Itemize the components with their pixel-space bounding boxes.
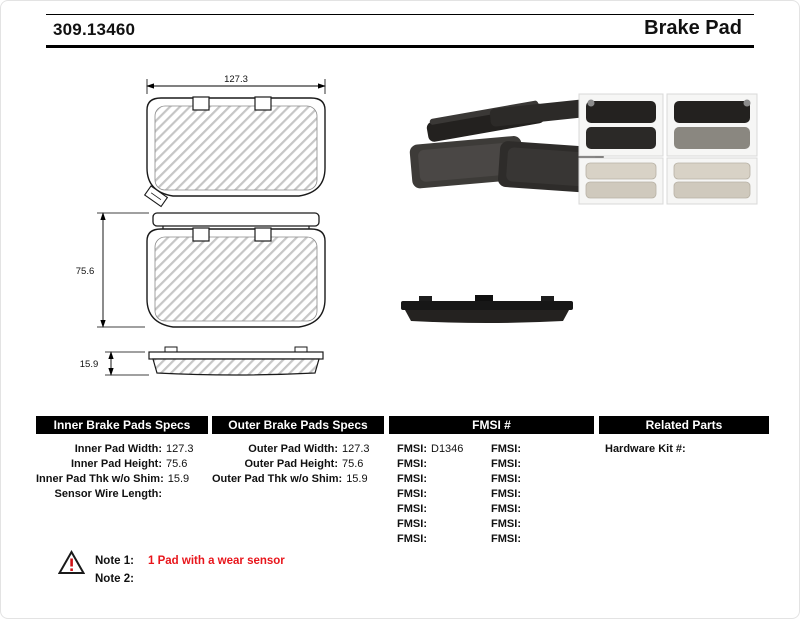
spec-label: Inner Pad Height:	[70, 458, 162, 470]
table-row: Sensor Wire Length:	[36, 487, 208, 502]
table-row: FMSI: FMSI:	[389, 457, 594, 472]
pad-drawing-side	[148, 346, 324, 376]
dimension-thickness: 15.9	[80, 351, 149, 376]
spec-label: Inner Pad Thk w/o Shim:	[36, 473, 164, 485]
fmsi-label: FMSI:	[397, 488, 427, 500]
header-top-rule	[46, 14, 754, 15]
table-row: Outer Pad Width: 127.3	[212, 442, 384, 457]
note1-text: 1 Pad with a wear sensor	[148, 555, 285, 567]
product-photo-pad-set	[409, 99, 604, 194]
fmsi-value	[427, 457, 483, 472]
table-row: FMSI: D1346 FMSI:	[389, 442, 594, 457]
related-value	[686, 443, 690, 455]
fmsi-value	[521, 487, 594, 502]
inner-specs-table: Inner Brake Pads Specs Inner Pad Width: …	[36, 416, 208, 502]
fmsi-label: FMSI:	[491, 443, 521, 455]
fmsi-value	[521, 472, 594, 487]
pad-notch	[192, 96, 210, 111]
product-photo-grid	[578, 93, 758, 205]
technical-graphic: 127.3 75.6	[76, 74, 758, 376]
fmsi-value	[427, 532, 483, 547]
related-parts-header: Related Parts	[599, 416, 769, 434]
fmsi-table: FMSI # FMSI: D1346 FMSI: FMSI: FMSI: FMS…	[389, 416, 594, 547]
table-row: FMSI: FMSI:	[389, 532, 594, 547]
fmsi-label: FMSI:	[491, 518, 521, 530]
fmsi-label: FMSI:	[491, 533, 521, 545]
table-row: Outer Pad Thk w/o Shim: 15.9	[212, 472, 384, 487]
thickness-dim-label: 15.9	[80, 359, 99, 370]
header-bottom-rule	[46, 45, 754, 48]
fmsi-label: FMSI:	[397, 533, 427, 545]
fmsi-header: FMSI #	[389, 416, 594, 434]
spec-value: 75.6	[166, 458, 188, 470]
spec-label: Outer Pad Height:	[244, 458, 338, 470]
fmsi-value	[427, 517, 483, 532]
spec-value: 127.3	[342, 443, 370, 455]
pad-notch	[254, 96, 272, 111]
fmsi-value: D1346	[431, 443, 464, 455]
warning-triangle-icon	[58, 550, 85, 574]
spec-label: Inner Pad Width:	[74, 443, 162, 455]
spec-value: 127.3	[166, 443, 194, 455]
fmsi-label: FMSI:	[397, 443, 427, 455]
table-row: Inner Pad Thk w/o Shim: 15.9	[36, 472, 208, 487]
fmsi-value	[521, 442, 594, 457]
pad-drawing-front-inner	[146, 212, 326, 328]
product-photo-side-profile	[401, 295, 573, 323]
table-row: FMSI: FMSI:	[389, 517, 594, 532]
outer-specs-header: Outer Brake Pads Specs	[212, 416, 384, 434]
outer-specs-table: Outer Brake Pads Specs Outer Pad Width: …	[212, 416, 384, 487]
page-title: Brake Pad	[644, 17, 742, 39]
spec-value	[162, 487, 208, 502]
note1-label: Note 1:	[95, 555, 134, 567]
fmsi-value	[427, 502, 483, 517]
table-row: Inner Pad Width: 127.3	[36, 442, 208, 457]
spec-label: Outer Pad Thk w/o Shim:	[212, 473, 343, 485]
related-label: Hardware Kit #:	[605, 443, 686, 455]
fmsi-label: FMSI:	[397, 503, 427, 515]
part-number: 309.13460	[53, 20, 136, 39]
table-row: Outer Pad Height: 75.6	[212, 457, 384, 472]
spec-value: 75.6	[342, 458, 364, 470]
spec-value: 15.9	[346, 473, 368, 485]
fmsi-label: FMSI:	[491, 458, 521, 470]
table-row: Hardware Kit #:	[599, 442, 769, 457]
fmsi-label: FMSI:	[397, 518, 427, 530]
pad-drawing-front-outer	[143, 96, 326, 208]
fmsi-value	[427, 487, 483, 502]
dimension-width: 127.3	[146, 74, 326, 94]
fmsi-label: FMSI:	[397, 473, 427, 485]
fmsi-label: FMSI:	[491, 503, 521, 515]
table-row: FMSI: FMSI:	[389, 502, 594, 517]
spec-label: Outer Pad Width:	[248, 443, 338, 455]
spec-label: Sensor Wire Length:	[54, 488, 162, 500]
fmsi-value	[521, 532, 594, 547]
pad-notch	[254, 227, 272, 242]
table-row: Inner Pad Height: 75.6	[36, 457, 208, 472]
note2-label: Note 2:	[95, 573, 134, 585]
fmsi-value	[521, 502, 594, 517]
width-dim-label: 127.3	[224, 74, 248, 85]
fmsi-label: FMSI:	[491, 488, 521, 500]
pad-notch	[192, 227, 210, 242]
table-row: FMSI: FMSI:	[389, 472, 594, 487]
table-row: FMSI: FMSI:	[389, 487, 594, 502]
fmsi-value	[521, 517, 594, 532]
dimension-height: 75.6	[76, 212, 149, 328]
fmsi-value	[521, 457, 594, 472]
inner-specs-header: Inner Brake Pads Specs	[36, 416, 208, 434]
wear-sensor-tab	[143, 185, 169, 208]
fmsi-value	[427, 472, 483, 487]
spec-value: 15.9	[167, 473, 190, 485]
fmsi-label: FMSI:	[397, 458, 427, 470]
height-dim-label: 75.6	[76, 266, 95, 277]
fmsi-label: FMSI:	[491, 473, 521, 485]
related-parts-table: Related Parts Hardware Kit #:	[599, 416, 769, 457]
